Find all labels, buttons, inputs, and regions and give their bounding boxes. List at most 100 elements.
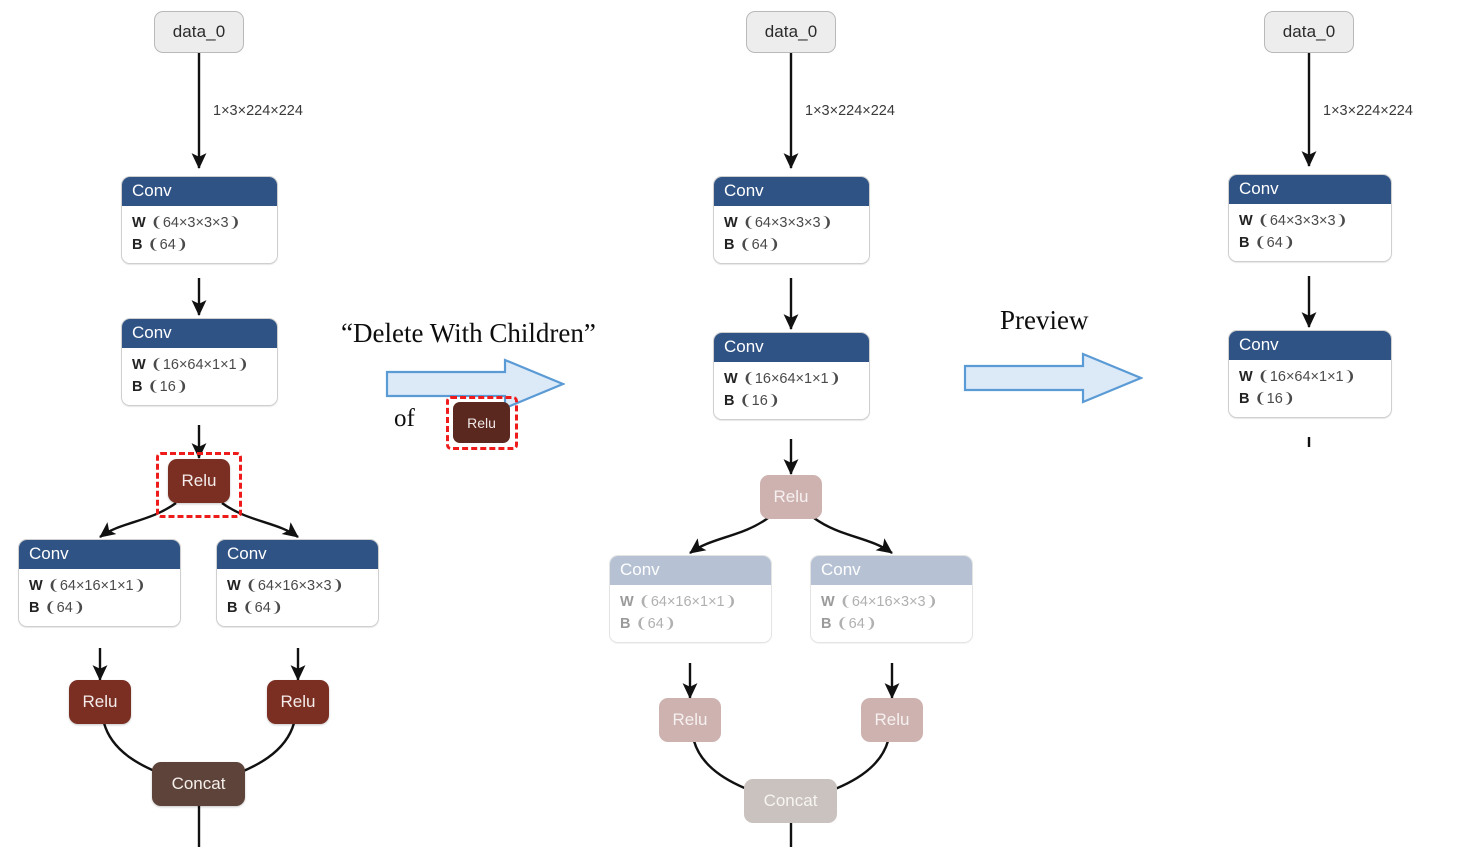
node-data_0-original[interactable]: data_0	[154, 11, 244, 53]
node-data_0-selection[interactable]: data_0	[746, 11, 836, 53]
selection-highlight-relu1	[156, 452, 242, 518]
attr-key-b: B	[29, 600, 40, 617]
block-arrow-preview	[963, 352, 1143, 404]
node-data_0-result[interactable]: data_0	[1264, 11, 1354, 53]
attr-value-b: ❨64❩	[242, 600, 283, 617]
node-header-label: Conv	[1229, 331, 1391, 360]
attr-bias-row: B❨16❩	[132, 376, 267, 398]
attr-bias-row: B❨64❩	[821, 613, 962, 635]
attr-weight-row: W❨16×64×1×1❩	[132, 354, 267, 376]
node-header-label: Conv	[714, 177, 869, 206]
annotation-preview-label: Preview	[1000, 305, 1089, 335]
block-arrow-delete	[385, 358, 565, 410]
node-header-label: Conv	[610, 556, 771, 585]
attr-value-b: ❨16❩	[739, 393, 780, 410]
node-attrs: W❨16×64×1×1❩ B❨16❩	[714, 361, 869, 420]
attr-value-w: ❨64×16×1×1❩	[638, 593, 737, 610]
attr-value-b: ❨16❩	[147, 379, 188, 396]
attr-bias-row: B❨64❩	[620, 613, 761, 635]
attr-bias-row: B❨16❩	[1239, 388, 1381, 410]
node-attrs: W❨64×3×3×3❩ B❨64❩	[1229, 203, 1391, 262]
attr-value-b: ❨64❩	[739, 237, 780, 254]
attr-bias-row: B❨64❩	[724, 234, 859, 256]
node-label: data_0	[764, 22, 818, 41]
attr-weight-row: W❨64×3×3×3❩	[1239, 210, 1381, 232]
attr-key-b: B	[724, 393, 735, 410]
node-relu1-selection[interactable]: Relu	[760, 475, 822, 519]
node-attrs: W❨64×3×3×3❩ B❨64❩	[122, 205, 277, 264]
attr-value-b: ❨64❩	[1254, 235, 1295, 252]
node-conv4-original[interactable]: Conv W❨64×16×3×3❩ B❨64❩	[216, 539, 379, 628]
edge-tensor-label-result: 1×3×224×224	[1323, 103, 1413, 119]
node-relu3-original[interactable]: Relu	[267, 680, 329, 724]
attr-value-w: ❨64×16×1×1❩	[47, 577, 146, 594]
node-label: Relu	[280, 692, 316, 711]
attr-key-b: B	[620, 616, 631, 633]
node-conv2-result[interactable]: Conv W❨16×64×1×1❩ B❨16❩	[1228, 330, 1392, 419]
attr-key-w: W	[1239, 368, 1253, 385]
node-attrs: W❨64×16×1×1❩ B❨64❩	[610, 584, 771, 643]
attr-key-b: B	[821, 616, 832, 633]
attr-weight-row: W❨64×16×3×3❩	[227, 575, 368, 597]
node-header-label: Conv	[714, 333, 869, 362]
node-conv3-selection[interactable]: Conv W❨64×16×1×1❩ B❨64❩	[609, 555, 772, 644]
attr-weight-row: W❨64×3×3×3❩	[724, 212, 859, 234]
attr-value-w: ❨64×16×3×3❩	[245, 577, 344, 594]
node-relu2-original[interactable]: Relu	[69, 680, 131, 724]
node-conv2-selection[interactable]: Conv W❨16×64×1×1❩ B❨16❩	[713, 332, 870, 421]
node-relu3-selection[interactable]: Relu	[861, 698, 923, 742]
node-conv1-original[interactable]: Conv W❨64×3×3×3❩ B❨64❩	[121, 176, 278, 265]
edge-tensor-label-original: 1×3×224×224	[213, 103, 303, 119]
attr-value-w: ❨64×3×3×3❩	[150, 214, 241, 231]
attr-value-b: ❨64❩	[635, 616, 676, 633]
node-label: data_0	[1282, 22, 1336, 41]
node-concat-selection[interactable]: Concat	[744, 779, 837, 823]
node-conv3-original[interactable]: Conv W❨64×16×1×1❩ B❨64❩	[18, 539, 181, 628]
attr-key-w: W	[724, 370, 738, 387]
node-header-label: Conv	[1229, 175, 1391, 204]
attr-key-b: B	[227, 600, 238, 617]
node-conv4-selection[interactable]: Conv W❨64×16×3×3❩ B❨64❩	[810, 555, 973, 644]
attr-key-b: B	[1239, 235, 1250, 252]
node-conv2-original[interactable]: Conv W❨16×64×1×1❩ B❨16❩	[121, 318, 278, 407]
attr-weight-row: W❨64×16×3×3❩	[821, 591, 962, 613]
node-label: Relu	[672, 710, 708, 729]
attr-bias-row: B❨64❩	[227, 597, 368, 619]
node-label: Concat	[171, 774, 226, 793]
selection-highlight-annotation-relu	[446, 396, 518, 450]
annotation-delete-with-children: “Delete With Children”	[341, 318, 596, 348]
node-label: data_0	[172, 22, 226, 41]
node-attrs: W❨64×16×3×3❩ B❨64❩	[811, 584, 972, 643]
chip-label: Relu	[467, 414, 496, 431]
attr-value-b: ❨64❩	[44, 600, 85, 617]
attr-key-w: W	[1239, 212, 1253, 229]
node-attrs: W❨16×64×1×1❩ B❨16❩	[122, 347, 277, 406]
attr-value-w: ❨16×64×1×1❩	[150, 356, 249, 373]
node-attrs: W❨64×16×3×3❩ B❨64❩	[217, 568, 378, 627]
node-header-label: Conv	[811, 556, 972, 585]
attr-value-b: ❨64❩	[147, 237, 188, 254]
attr-bias-row: B❨64❩	[29, 597, 170, 619]
attr-weight-row: W❨64×3×3×3❩	[132, 212, 267, 234]
attr-key-b: B	[1239, 391, 1250, 408]
edge-tensor-label-selection: 1×3×224×224	[805, 103, 895, 119]
node-conv1-selection[interactable]: Conv W❨64×3×3×3❩ B❨64❩	[713, 176, 870, 265]
node-header-label: Conv	[217, 540, 378, 569]
attr-key-w: W	[620, 593, 634, 610]
node-relu1-original[interactable]: Relu	[168, 459, 230, 503]
attr-weight-row: W❨64×16×1×1❩	[620, 591, 761, 613]
attr-key-w: W	[821, 593, 835, 610]
annotation-relu-chip: Relu	[453, 402, 510, 443]
node-conv1-result[interactable]: Conv W❨64×3×3×3❩ B❨64❩	[1228, 174, 1392, 263]
attr-key-w: W	[29, 577, 43, 594]
node-relu2-selection[interactable]: Relu	[659, 698, 721, 742]
node-concat-original[interactable]: Concat	[152, 762, 245, 806]
attr-value-w: ❨64×16×3×3❩	[839, 593, 938, 610]
attr-weight-row: W❨64×16×1×1❩	[29, 575, 170, 597]
node-header-label: Conv	[122, 319, 277, 348]
attr-value-w: ❨64×3×3×3❩	[742, 214, 833, 231]
attr-key-b: B	[724, 237, 735, 254]
node-attrs: W❨64×16×1×1❩ B❨64❩	[19, 568, 180, 627]
